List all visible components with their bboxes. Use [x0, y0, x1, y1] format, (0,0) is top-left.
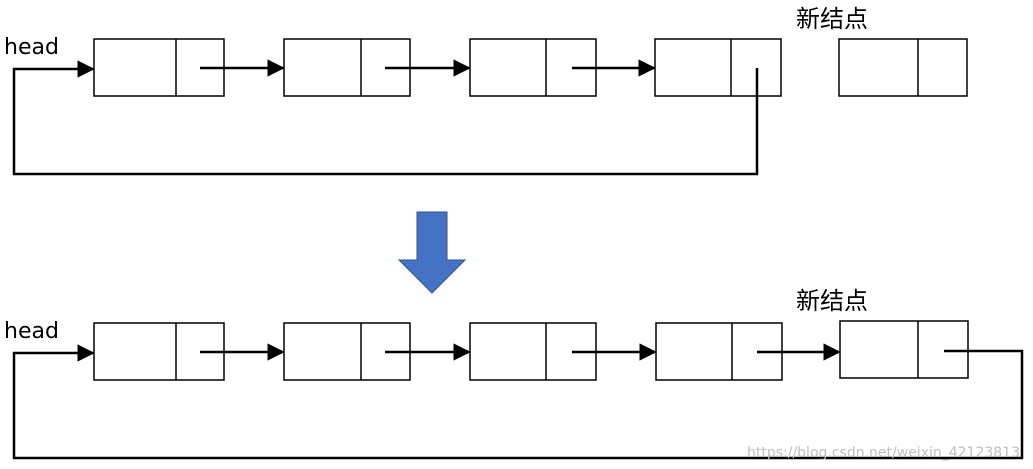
- new-node-label-top: 新结点: [796, 5, 868, 33]
- circular-link-arrow: [12, 344, 1024, 460]
- head-label-top: head: [4, 35, 59, 60]
- new-node: [839, 320, 969, 379]
- before-diagram: head 新结点: [4, 5, 968, 176]
- watermark-text: https://blog.csdn.net/weixin_42123813: [747, 445, 1020, 461]
- after-diagram: head 新结点: [4, 287, 1024, 460]
- new-node: [838, 38, 968, 97]
- new-node-label-bottom: 新结点: [796, 287, 868, 315]
- down-arrow-icon: [397, 211, 467, 294]
- head-label-bottom: head: [4, 319, 59, 344]
- circular-link-arrow: [12, 60, 759, 176]
- list-node: [654, 38, 782, 97]
